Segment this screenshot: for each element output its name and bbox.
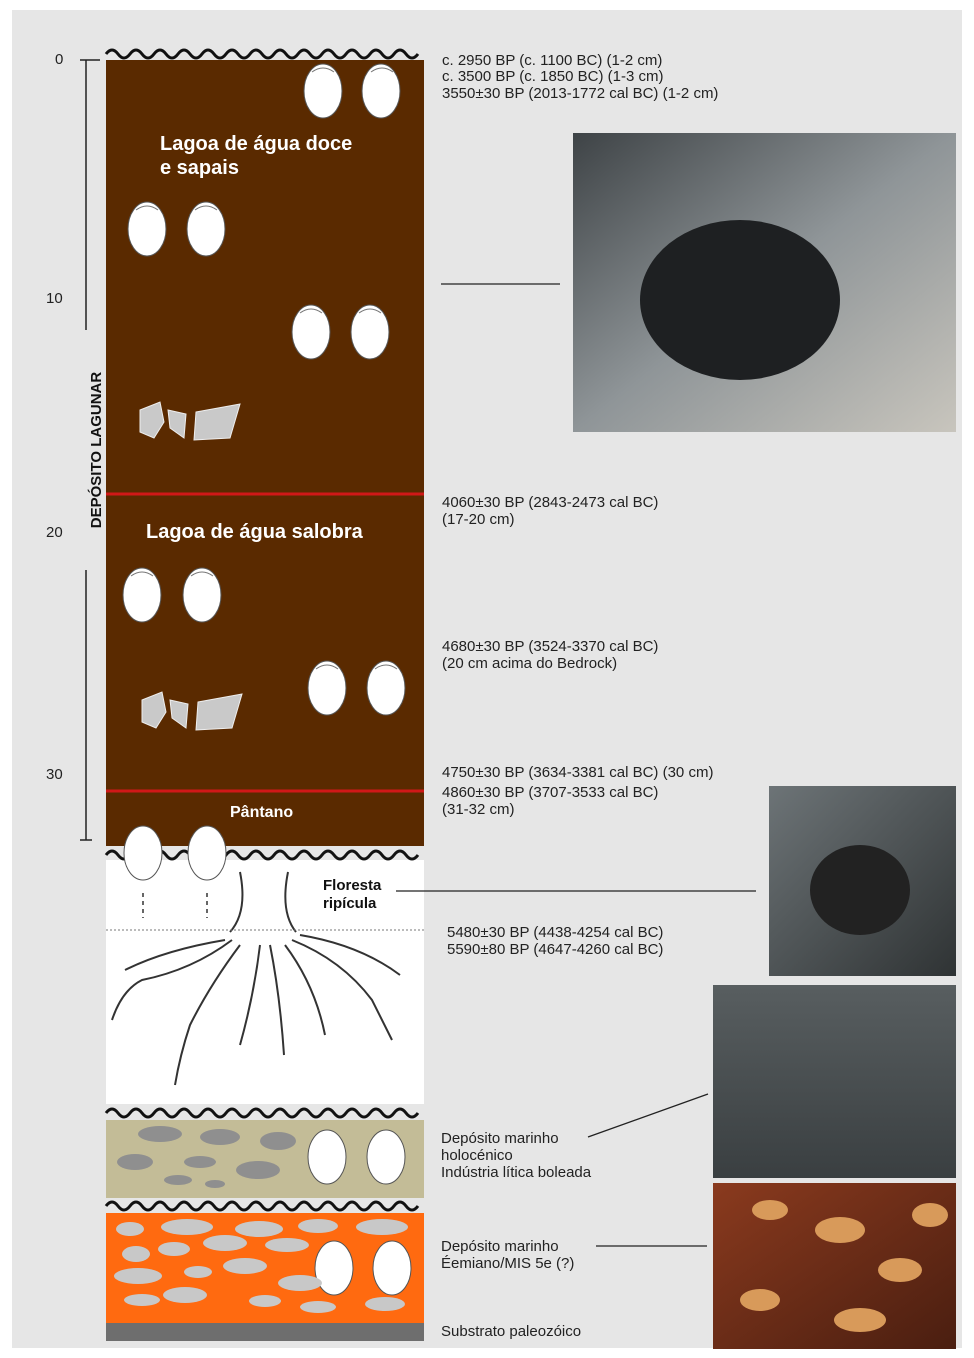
date-4750: 4750±30 BP (3634-3381 cal BC) (30 cm) — [442, 764, 713, 781]
date-top-2: c. 3500 BP (c. 1850 BC) (1-3 cm) — [442, 68, 663, 85]
date-4680: 4680±30 BP (3524-3370 cal BC) (20 cm aci… — [442, 638, 658, 672]
label-holocene-deposit: Depósito marinho holocénico Indústria lí… — [441, 1130, 591, 1181]
label-substrate: Substrato paleozóico — [441, 1323, 581, 1340]
unit-brackish-label: Lagoa de água salobra — [146, 521, 363, 544]
label-eemian-deposit: Depósito marinho Éemiano/MIS 5e (?) — [441, 1238, 574, 1272]
date-4060: 4060±30 BP (2843-2473 cal BC) (17-20 cm) — [442, 494, 658, 528]
tick-30: 30 — [46, 766, 63, 783]
date-top-3: 3550±30 BP (2013-1772 cal BC) (1-2 cm) — [442, 85, 718, 102]
date-5480: 5480±30 BP (4438-4254 cal BC) 5590±80 BP… — [447, 924, 663, 958]
unit-marsh-label: Pântano — [230, 804, 293, 822]
unit-freshwater-label: Lagoa de água doce e sapais — [160, 132, 352, 180]
date-4860: 4860±30 BP (3707-3533 cal BC) (31-32 cm) — [442, 784, 658, 818]
tick-0: 0 — [55, 51, 63, 68]
date-top-1: c. 2950 BP (c. 1100 BC) (1-2 cm) — [442, 52, 662, 69]
unit-forest-label: Floresta ripícula — [323, 877, 381, 913]
paleozoic-substrate — [106, 1323, 424, 1341]
axis-label: DEPÓSITO LAGUNAR — [88, 372, 105, 528]
tick-10: 10 — [46, 290, 63, 307]
tick-20: 20 — [46, 524, 63, 541]
photo-holocene-pebbles — [713, 985, 956, 1178]
